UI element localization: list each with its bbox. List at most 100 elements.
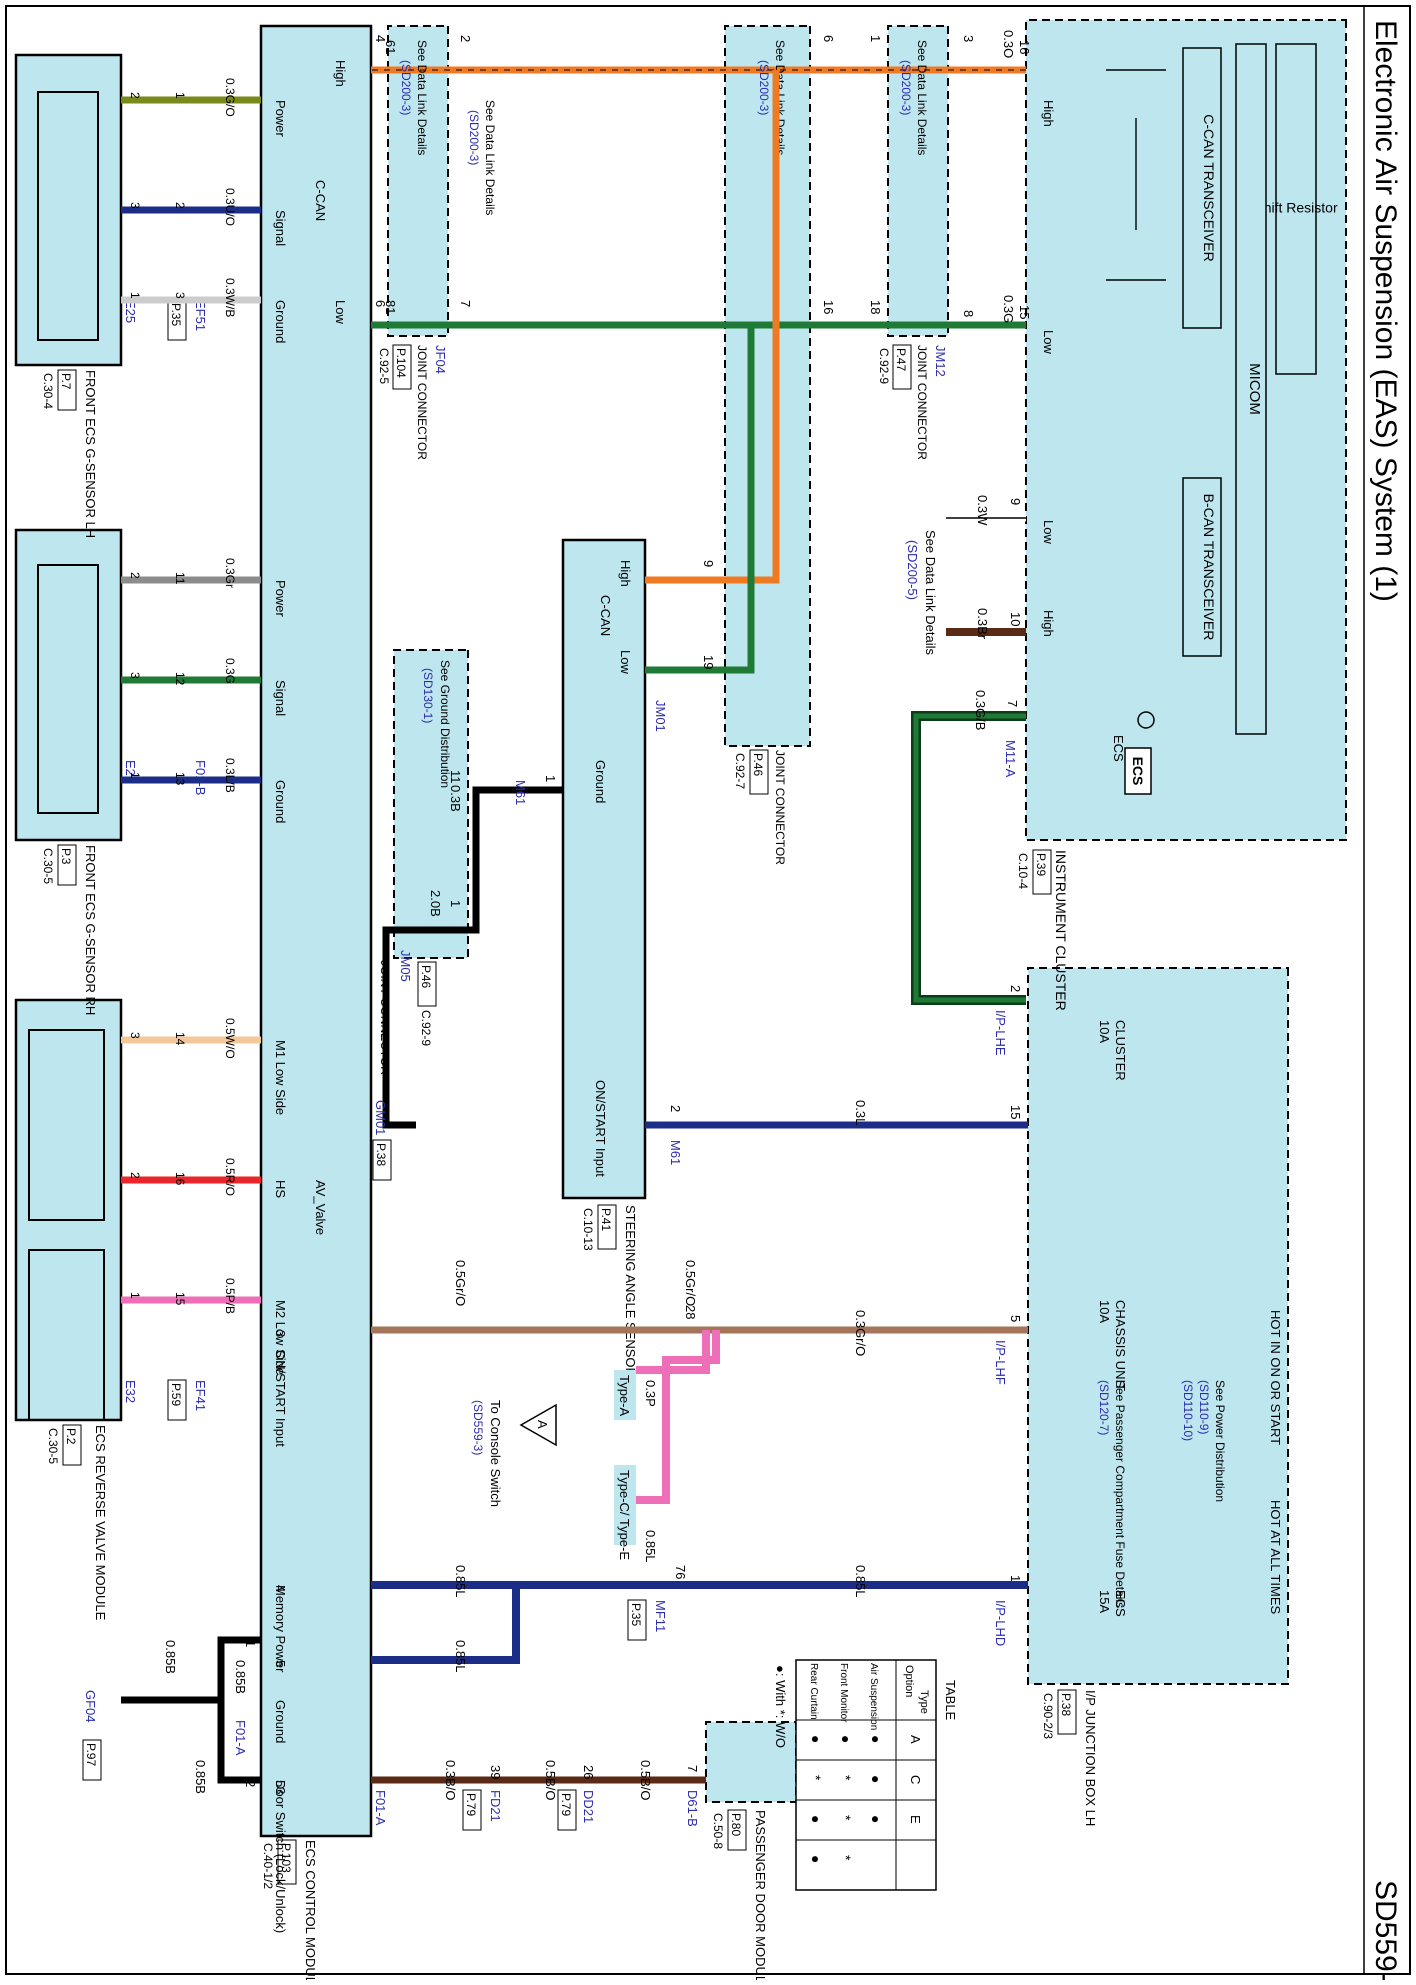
door-wire-c: 0.3B/O xyxy=(443,1760,458,1800)
jm01-pin-low-b: 19 xyxy=(701,655,716,669)
steering-ground-pin: 1 xyxy=(543,775,558,782)
valve-wire-label-2: 0.5P/B xyxy=(223,1278,237,1314)
sensor-lh-inline-pin-2: 3 xyxy=(173,292,187,299)
ecs-ccan-label: C-CAN xyxy=(313,180,328,221)
connector-a-marker xyxy=(519,1403,557,1447)
bcan-transceiver-label: B-CAN TRANSCEIVER xyxy=(1201,494,1217,641)
jm01-pin-high-a: 6 xyxy=(821,35,836,42)
sensor-lh-inline: EF51 xyxy=(193,300,208,331)
valve-wire-label-1: 0.5R/O xyxy=(223,1158,237,1196)
ecs-module-page: P.103 xyxy=(279,1843,293,1873)
steering-ref-loc: C.10-13 xyxy=(581,1208,595,1251)
cluster-ref-page: P.39 xyxy=(1034,853,1048,876)
ecs-lamp-pin: 7 xyxy=(1005,700,1020,707)
sensor-rh-end-pin-2: 1 xyxy=(128,772,142,779)
ecs-door-pin: 53 xyxy=(273,1780,288,1794)
steering-low-wire xyxy=(645,325,755,674)
m61-onstart-conn: M61 xyxy=(668,1140,683,1165)
jf04-ext-ref: See Data Link Details xyxy=(483,100,497,215)
jb-title: I/P JUNCTION BOX LH xyxy=(1083,1690,1098,1826)
d61b-conn: D61-B xyxy=(685,1790,700,1827)
m61-ground-conn: M61 xyxy=(513,780,528,805)
ground-dist-panel xyxy=(393,649,469,959)
door-wire-b: 0.5B/O xyxy=(543,1760,558,1800)
bcan-high-pin: 10 xyxy=(1008,612,1023,626)
ecs-pin-label-7: HS xyxy=(273,1180,288,1198)
table-cell-2-0: ● xyxy=(808,1735,824,1743)
table-title: TABLE xyxy=(943,1680,958,1721)
jm01-ref-page: P.46 xyxy=(751,753,765,776)
gm01-page: P.38 xyxy=(374,1143,388,1166)
gf04-page: P.97 xyxy=(84,1743,98,1766)
ecs-pin-label-12: Door Switch (Lock/Unlock) xyxy=(273,1780,288,1933)
jf04-ref-loc: C.92-5 xyxy=(377,348,391,384)
cluster-low-wire: 0.3G xyxy=(1001,295,1016,323)
sensor-rh-end-pin-0: 2 xyxy=(128,572,142,579)
ecs-pin-label-4: Signal xyxy=(273,680,288,716)
jb-ref-loc: C.90-2/3 xyxy=(1041,1693,1055,1739)
sensor-rh-panel xyxy=(14,528,123,842)
ground-dist-text: See Ground Distribution xyxy=(438,660,452,788)
valve-module-title: ECS REVERSE VALVE MODULE xyxy=(93,1425,108,1621)
valve-end-pin-1: 2 xyxy=(128,1172,142,1179)
cluster-high-wire: 0.3O xyxy=(1001,30,1016,58)
ecs-lamp-icon xyxy=(1137,711,1155,729)
sensor-rh-inline-pin-2: 13 xyxy=(173,772,187,786)
door-module-pin: 7 xyxy=(685,1765,700,1772)
type-a-label: Type-A xyxy=(617,1375,632,1417)
onstart-wire-mid: 0.5Gr/O xyxy=(683,1260,698,1306)
valve-wire-label-0: 0.5W/O xyxy=(223,1018,237,1059)
table-type-c: C xyxy=(908,1775,923,1784)
valve-inline-pin-2: 15 xyxy=(173,1292,187,1306)
fuse-ref: See Passenger Compartment Fuse Details xyxy=(1113,1380,1127,1608)
ecs-module-loc: C.40-1/2 xyxy=(261,1843,275,1889)
fuse-code: (SD120-7) xyxy=(1097,1380,1111,1435)
steering-onstart-pin: 2 xyxy=(668,1105,683,1112)
sensor-lh-end-pin-2: 1 xyxy=(128,292,142,299)
sensor-lh-end-pin-0: 2 xyxy=(128,92,142,99)
table-row-rear: Rear Curtain xyxy=(808,1663,819,1720)
power-ref: See Power Distribution xyxy=(1213,1380,1227,1502)
micom-label: MICOM xyxy=(1246,363,1263,415)
jm05-connector: JM05 xyxy=(398,950,413,982)
ecs-av-valve-label: AV_Valve xyxy=(313,1180,328,1235)
memory-wire-mid: 0.85L xyxy=(643,1530,658,1563)
cluster-title: INSTRUMENT CLUSTER xyxy=(1053,850,1069,1011)
sensor-rh-end-pin-1: 3 xyxy=(128,672,142,679)
valve-inline-pin-1: 16 xyxy=(173,1172,187,1186)
jf04-connector: JF04 xyxy=(433,345,448,374)
sensor-rh-wire-label-1: 0.3G xyxy=(223,658,237,684)
ground-wire-a-label: 0.85B xyxy=(163,1640,178,1674)
jf04-pin-low-a: 7 xyxy=(458,300,473,307)
ecs-pin-label-11: Ground xyxy=(273,1700,288,1743)
steering-ground-wire xyxy=(382,786,563,1129)
table-extra-1: * xyxy=(838,1855,854,1861)
steering-high-label: High xyxy=(618,560,633,587)
ecs-module-title: ECS CONTROL MODULE xyxy=(303,1840,318,1980)
jm01-pin-low-a: 16 xyxy=(821,300,836,314)
ecs-mem-pin-a: 4 xyxy=(273,1585,288,1592)
pink-typea-wire xyxy=(636,1330,710,1374)
ecs-indicator-box: ECS xyxy=(1130,757,1146,786)
steering-onstart-label: ON/START Input xyxy=(593,1080,608,1177)
jm12-connector: JM12 xyxy=(933,345,948,377)
ground-wire-b-label: 0.85B xyxy=(233,1660,248,1694)
door-pin-fd: 39 xyxy=(488,1765,503,1779)
table-cell-2-1: * xyxy=(808,1775,824,1781)
ecs-module-panel xyxy=(259,24,373,1838)
ecs-pin-label-6: M1 Low Side xyxy=(273,1040,288,1115)
fuse-ecs-rating: 15A xyxy=(1097,1590,1112,1613)
sensor-rh-wire-label-0: 0.3Gr xyxy=(223,558,237,588)
jm01-pin-high-b: 9 xyxy=(701,560,716,567)
ecs-mem-pin-b: 5 xyxy=(273,1660,288,1667)
ecs-pin-label-0: Power xyxy=(273,100,288,138)
sensor-lh-wire-label-0: 0.3G/O xyxy=(223,78,237,117)
jb-ref-page: P.38 xyxy=(1059,1693,1073,1716)
jm12-ref-page: P.47 xyxy=(894,348,908,371)
fd21-conn: FD21 xyxy=(488,1790,503,1822)
jm01-connector: JM01 xyxy=(653,700,668,732)
jf04-pin-low-b: 6 xyxy=(373,300,388,307)
table-cell-0-2: ● xyxy=(868,1815,884,1823)
